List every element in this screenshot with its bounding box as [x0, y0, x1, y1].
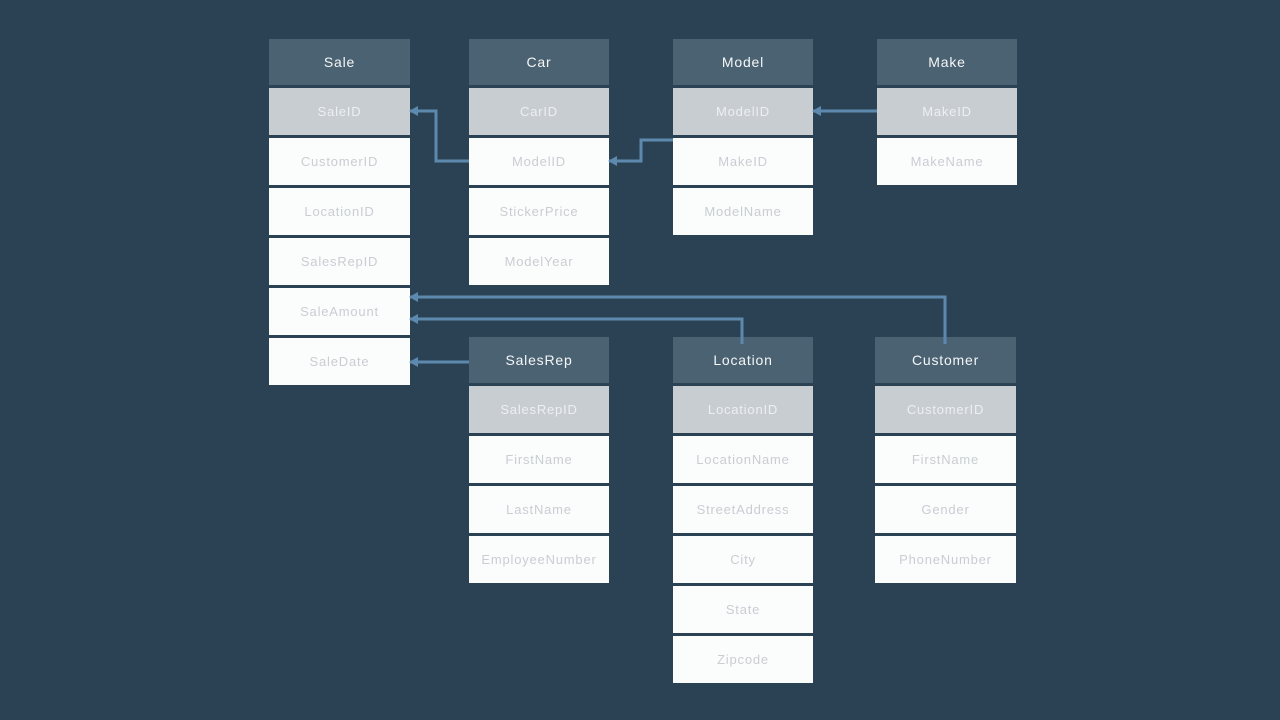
field-salesrep-lastname: LastName — [469, 486, 609, 533]
connector-arrow-tip — [409, 106, 418, 116]
field-sale-locationid: LocationID — [269, 188, 410, 235]
field-make-makename: MakeName — [877, 138, 1017, 185]
field-model-modelname: ModelName — [673, 188, 813, 235]
field-customer-firstname: FirstName — [875, 436, 1016, 483]
connector-model-modelid-to-make-makeid — [812, 106, 877, 116]
field-location-streetaddress: StreetAddress — [673, 486, 813, 533]
connector-arrow-tip — [409, 357, 418, 367]
field-customer-gender: Gender — [875, 486, 1016, 533]
field-customer-customerid: CustomerID — [875, 386, 1016, 433]
field-location-locationname: LocationName — [673, 436, 813, 483]
field-model-modelid: ModelID — [673, 88, 813, 135]
field-sale-saledate: SaleDate — [269, 338, 410, 385]
entity-header-location: Location — [673, 337, 813, 383]
field-car-modelid: ModelID — [469, 138, 609, 185]
entity-header-make: Make — [877, 39, 1017, 85]
field-location-city: City — [673, 536, 813, 583]
field-car-carid: CarID — [469, 88, 609, 135]
field-location-locationid: LocationID — [673, 386, 813, 433]
field-customer-phonenumber: PhoneNumber — [875, 536, 1016, 583]
connector-arrow-tip — [608, 156, 617, 166]
field-model-makeid: MakeID — [673, 138, 813, 185]
field-sale-customerid: CustomerID — [269, 138, 410, 185]
entity-header-sale: Sale — [269, 39, 410, 85]
connector-arrow-tip — [409, 314, 418, 324]
connector-arrow-tip — [409, 292, 418, 302]
field-salesrep-employeenumber: EmployeeNumber — [469, 536, 609, 583]
field-location-state: State — [673, 586, 813, 633]
field-make-makeid: MakeID — [877, 88, 1017, 135]
field-car-stickerprice: StickerPrice — [469, 188, 609, 235]
field-salesrep-firstname: FirstName — [469, 436, 609, 483]
connector-sale-saledate-to-salesrep — [409, 357, 469, 367]
entity-header-salesrep: SalesRep — [469, 337, 609, 383]
field-sale-salesrepid: SalesRepID — [269, 238, 410, 285]
connector-car-modelid-to-model — [608, 138, 673, 166]
connector-arrow-tip — [812, 106, 821, 116]
connector-sale-saleid-to-car — [409, 106, 469, 163]
field-salesrep-salesrepid: SalesRepID — [469, 386, 609, 433]
field-sale-saleid: SaleID — [269, 88, 410, 135]
entity-header-car: Car — [469, 39, 609, 85]
field-car-modelyear: ModelYear — [469, 238, 609, 285]
entity-header-model: Model — [673, 39, 813, 85]
entity-header-customer: Customer — [875, 337, 1016, 383]
field-sale-saleamount: SaleAmount — [269, 288, 410, 335]
field-location-zipcode: Zipcode — [673, 636, 813, 683]
